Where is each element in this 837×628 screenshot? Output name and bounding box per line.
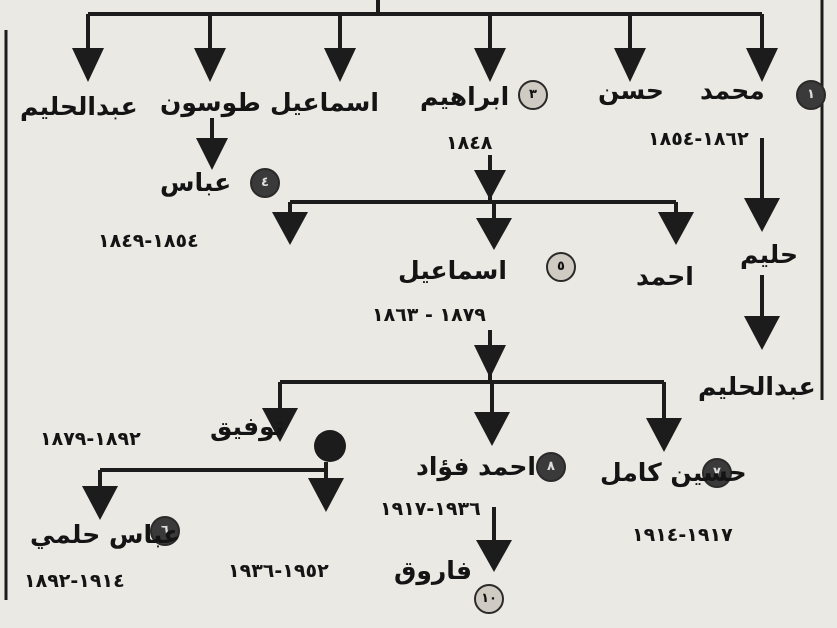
node-ismail-khedive: اسماعيل — [398, 256, 507, 285]
arrow-head — [646, 418, 682, 452]
badge-icon: ٥ — [546, 252, 576, 282]
node-ismail-1: اسماعيل — [270, 88, 379, 117]
node-hassan: حسن — [598, 76, 664, 105]
badge-icon: ٦ — [150, 516, 180, 546]
node-ibrahim: ابراهيم — [420, 82, 510, 111]
node-halim: حليم — [740, 240, 799, 269]
arrow-head — [744, 316, 780, 350]
arrow-head — [262, 408, 298, 442]
node-hussein-dates: ١٩١٧-١٩١٤ — [632, 524, 733, 546]
node-farouk: فاروق — [394, 556, 473, 585]
node-abdelhalim-2: عبدالحليم — [698, 372, 816, 401]
node-abbas-dates: ١٨٥٤-١٨٤٩ — [98, 230, 199, 252]
badge-icon: ٤ — [250, 168, 280, 198]
arrow-head — [746, 48, 778, 82]
node-abbas-helmi: عباس حلمي — [30, 520, 181, 549]
node-hussein-kamel: حسين كامل — [600, 458, 747, 487]
node-tawfiq: توفيق — [210, 412, 285, 441]
arrow-head — [474, 48, 506, 82]
node-tawfiq-dates: ١٨٩٢-١٨٧٩ — [40, 428, 141, 450]
node-fuad-dates: ١٩٣٦-١٩١٧ — [380, 498, 481, 520]
arrow-head — [72, 48, 104, 82]
badge-icon: ١٠ — [474, 584, 504, 614]
arrow-head — [308, 478, 344, 512]
badge-icon: ٨ — [536, 452, 566, 482]
badge-icon: ٣ — [518, 80, 548, 110]
arrow-head — [658, 212, 694, 245]
arrow-head — [614, 48, 646, 82]
node-abbas: عباس — [160, 168, 232, 197]
arrow-head — [476, 218, 512, 250]
arrow-heads — [72, 48, 780, 572]
node-abbas-helmi-dates: ١٩١٤-١٨٩٢ — [24, 570, 125, 592]
node-ahmed-fuad: احمد فؤاد — [416, 452, 536, 481]
node-abdelhalim-1: عبدالحليم — [20, 92, 138, 121]
badge-icon: ٧ — [702, 458, 732, 488]
arrow-head — [474, 345, 506, 378]
arrow-head — [82, 486, 118, 520]
node-ismail-dates: ١٨٧٩ - ١٨٦٣ — [372, 304, 486, 326]
node-mohammed-dates: ١٨٦٢-١٨٥٤ — [648, 128, 749, 150]
arrow-head — [476, 540, 512, 572]
arrow-head — [272, 212, 308, 245]
node-farouk-dates: ١٩٥٢-١٩٣٦ — [228, 560, 329, 582]
arrow-head — [196, 138, 228, 170]
node-ibrahim-dates: ١٨٤٨ — [446, 132, 493, 154]
marker-dot — [314, 430, 346, 462]
arrow-head — [324, 48, 356, 82]
node-mohammed: محمد — [700, 76, 765, 105]
node-ahmed: احمد — [636, 262, 694, 291]
node-tousoun: طوسون — [160, 88, 261, 117]
badge-icon: ١ — [796, 80, 826, 110]
arrow-head — [474, 170, 506, 200]
arrow-head — [744, 198, 780, 232]
arrow-head — [474, 412, 510, 446]
arrow-head — [194, 48, 226, 82]
